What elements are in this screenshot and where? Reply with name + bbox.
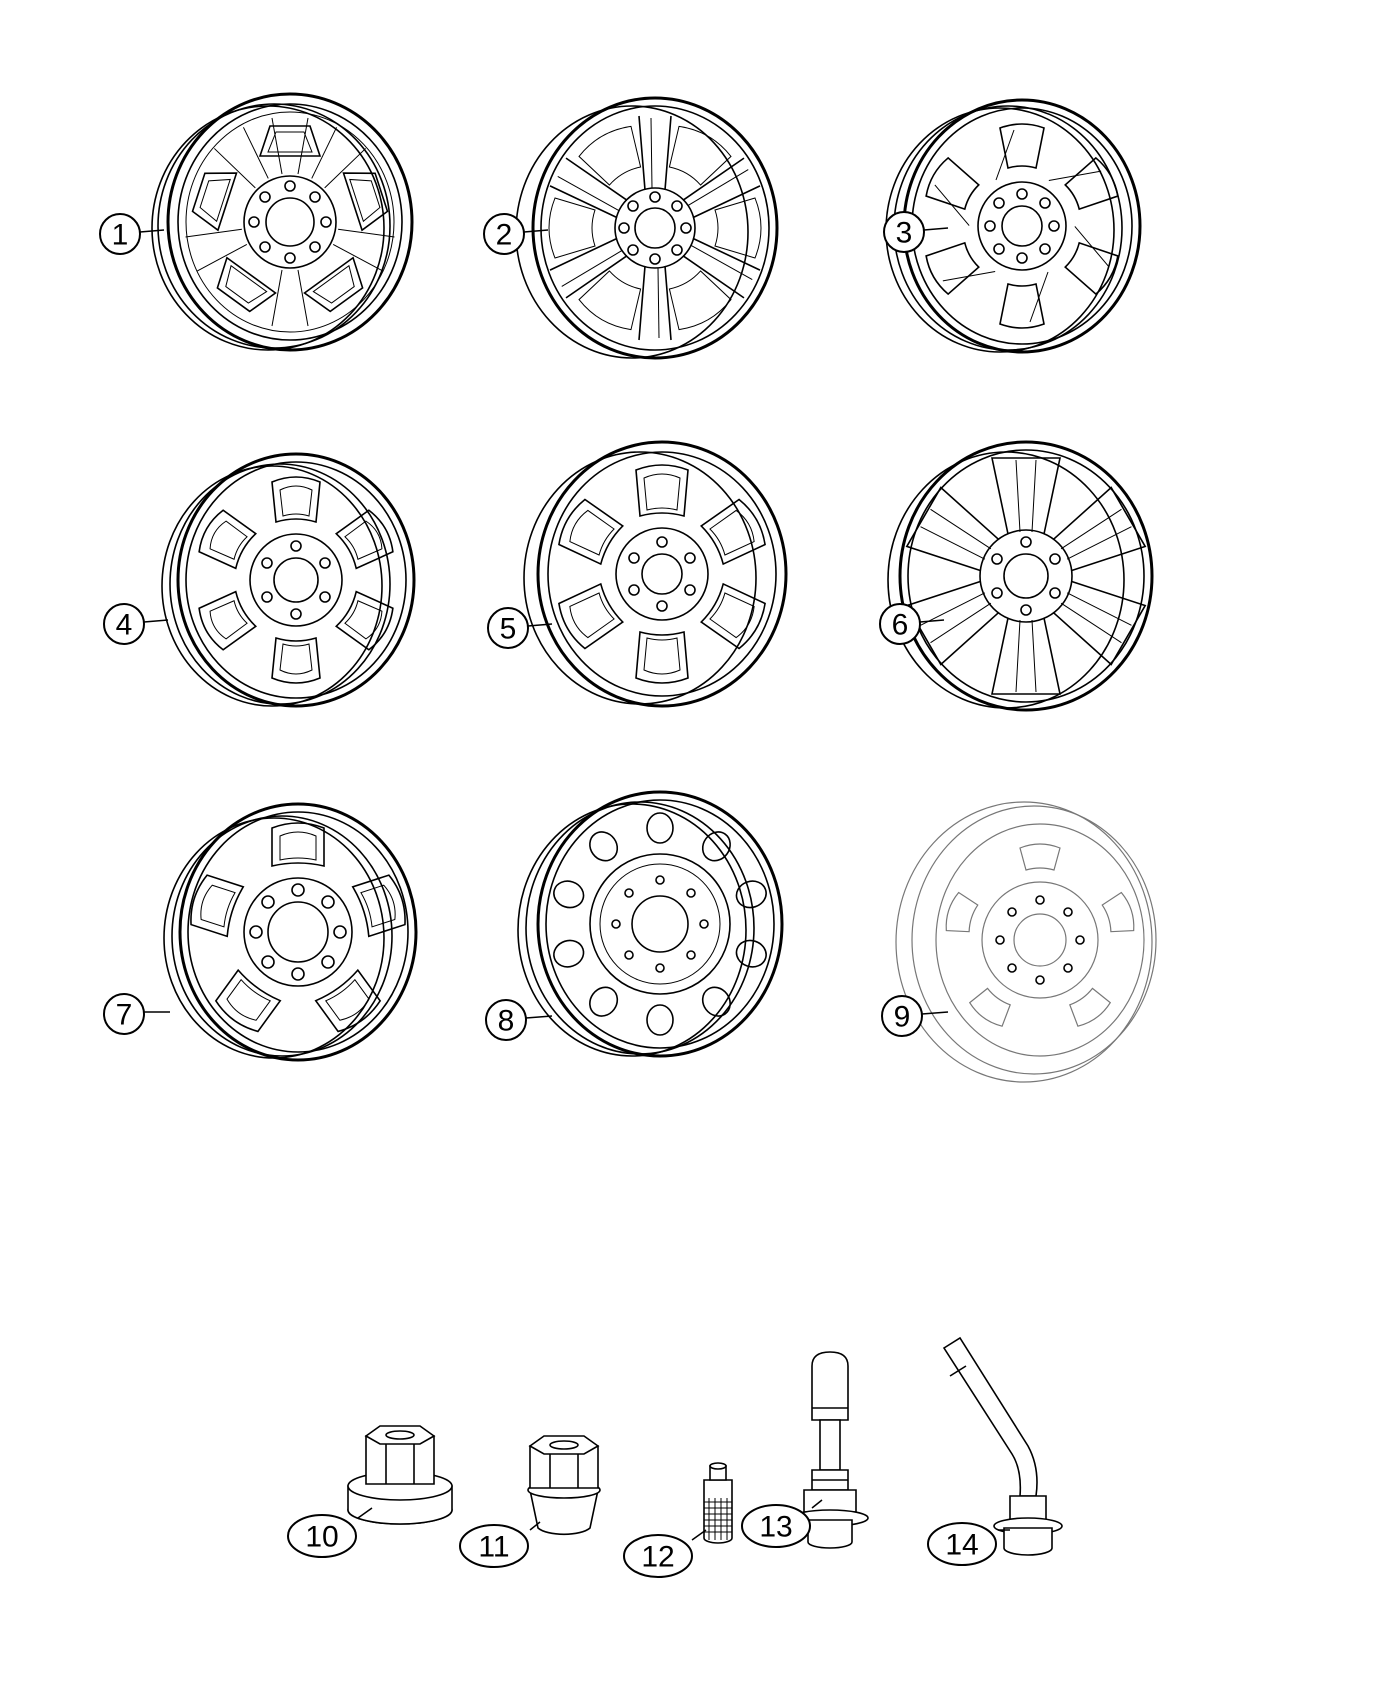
callout-label-12: 12: [641, 1541, 674, 1574]
callout-5[interactable]: 5: [487, 607, 529, 649]
callout-label-10: 10: [305, 1521, 338, 1554]
callout-label-7: 7: [116, 999, 133, 1032]
wheel-7[interactable]: [163, 802, 418, 1062]
valve-stem-bent[interactable]: [942, 1336, 1063, 1556]
callout-label-2: 2: [496, 219, 513, 252]
wheel-4[interactable]: [161, 452, 416, 708]
callout-3[interactable]: 3: [883, 211, 925, 253]
callout-9[interactable]: 9: [881, 995, 923, 1037]
callout-label-1: 1: [112, 219, 129, 252]
valve-cap[interactable]: [703, 1462, 733, 1544]
callout-10[interactable]: 10: [287, 1514, 357, 1558]
callout-label-5: 5: [500, 613, 517, 646]
callout-8[interactable]: 8: [485, 999, 527, 1041]
wheel-5[interactable]: [523, 440, 788, 708]
acorn-lug-nut[interactable]: [527, 1435, 601, 1536]
callout-2[interactable]: 2: [483, 213, 525, 255]
wheel-8[interactable]: [517, 790, 784, 1058]
valve-stem-straight[interactable]: [791, 1351, 869, 1549]
callout-label-8: 8: [498, 1005, 515, 1038]
callout-label-6: 6: [892, 609, 909, 642]
callout-6[interactable]: 6: [879, 603, 921, 645]
wheel-1[interactable]: [151, 92, 414, 352]
callout-14[interactable]: 14: [927, 1522, 997, 1566]
callout-label-11: 11: [478, 1531, 509, 1564]
callout-label-3: 3: [896, 217, 913, 250]
wheel-2[interactable]: [515, 96, 788, 360]
callout-label-9: 9: [894, 1001, 911, 1034]
callout-11[interactable]: 11: [459, 1524, 529, 1568]
callout-12[interactable]: 12: [623, 1534, 693, 1578]
callout-4[interactable]: 4: [103, 603, 145, 645]
callout-1[interactable]: 1: [99, 213, 141, 255]
callout-7[interactable]: 7: [103, 993, 145, 1035]
flanged-lug-nut[interactable]: [347, 1425, 453, 1525]
callout-label-4: 4: [116, 609, 133, 642]
callout-label-13: 13: [759, 1511, 792, 1544]
wheel-9[interactable]: [895, 801, 1157, 1083]
callout-label-14: 14: [945, 1529, 978, 1562]
callout-13[interactable]: 13: [741, 1504, 811, 1548]
wheel-6[interactable]: [887, 440, 1154, 712]
leader-lines: [139, 227, 1010, 1541]
